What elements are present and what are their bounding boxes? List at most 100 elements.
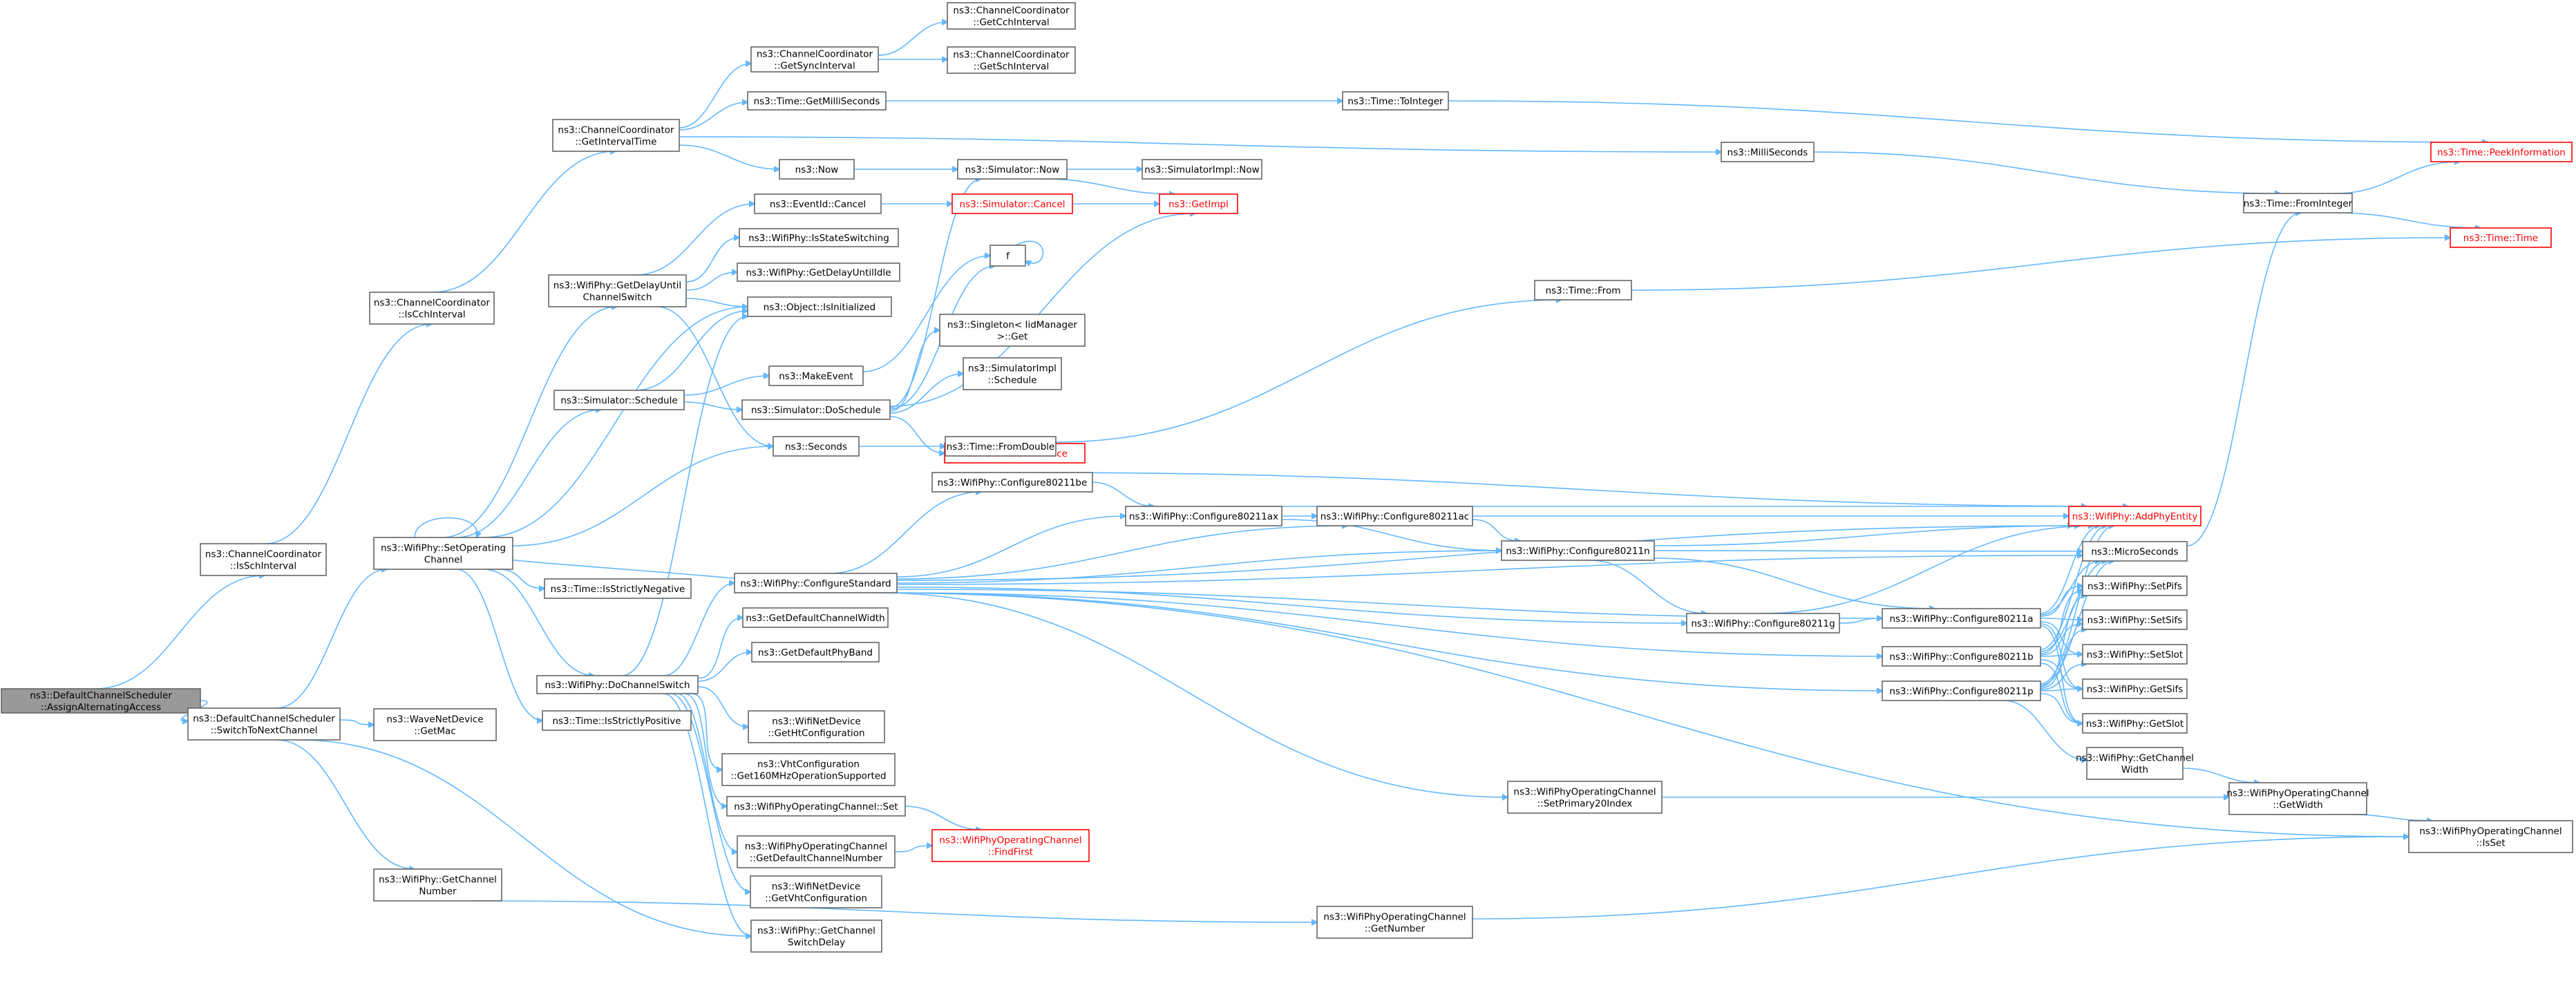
function-node-n28[interactable]: ns3::SimulatorImpl::Schedule [963, 357, 1062, 390]
function-node-n54[interactable]: ns3::WaveNetDevice::GetMac [373, 708, 497, 741]
node-box [2082, 713, 2188, 734]
function-node-n13[interactable]: ns3::Simulator::Now [957, 159, 1068, 180]
function-node-n34[interactable]: ns3::WifiPhy::Configure80211be [931, 472, 1093, 493]
function-node-n61[interactable]: ns3::WifiPhyOperatingChannel::GetWidth [2226, 782, 2369, 815]
function-node-n16[interactable]: ns3::Time::FromInteger [2243, 193, 2353, 213]
function-node-n3[interactable]: ns3::ChannelCoordinator::IsCchInterval [369, 292, 495, 325]
function-node-n57[interactable]: ns3::WifiPhy::GetSlot [2082, 713, 2188, 734]
function-node-n4[interactable]: ns3::ChannelCoordinator::GetIntervalTime [552, 119, 680, 152]
function-node-n8[interactable]: ns3::Time::GetMilliSeconds [747, 91, 887, 111]
edge-n16-to-n10 [2335, 162, 2460, 194]
function-node-root[interactable]: ns3::DefaultChannelScheduler::AssignAlte… [1, 688, 201, 714]
function-node-n2[interactable]: ns3::DefaultChannelScheduler::SwitchToNe… [187, 707, 341, 741]
function-node-n11[interactable]: ns3::MilliSeconds [1721, 142, 1815, 162]
function-node-n42[interactable]: ns3::WifiPhy::ConfigureStandard [734, 573, 898, 593]
function-node-n6[interactable]: ns3::ChannelCoordinator::GetCchInterval [947, 2, 1076, 30]
function-node-n47[interactable]: ns3::WifiPhy::SetSifs [2082, 609, 2188, 630]
function-node-n20[interactable]: ns3::WifiPhy::IsStateSwitching [739, 228, 899, 247]
node-label: ::Get160MHzOperationSupported [730, 771, 886, 782]
function-node-n49[interactable]: ns3::WifiPhy::Configure80211b [1882, 646, 2041, 667]
node-box [947, 46, 1076, 74]
function-node-n51[interactable]: ns3::WifiPhy::DoChannelSwitch [536, 675, 699, 694]
function-node-n7[interactable]: ns3::ChannelCoordinator::GetSchInterval [947, 46, 1076, 74]
function-node-n26[interactable]: ns3::Singleton< IidManager >::Get [939, 314, 1086, 347]
function-node-n45[interactable]: ns3::WifiPhy::Configure80211g [1686, 613, 1840, 634]
edge-n51-to-n63 [676, 693, 737, 852]
edge-n52-to-n37 [2040, 526, 2114, 685]
node-box [750, 920, 882, 953]
node-label: >::Get [997, 332, 1027, 343]
function-node-n64[interactable]: ns3::WifiPhyOperatingChannel::FindFirst [931, 829, 1090, 862]
function-node-n22[interactable]: ns3::WifiPhy::GetDelayUntilIdle [737, 263, 900, 282]
function-node-n25[interactable]: ns3::Time::From [1534, 280, 1632, 301]
function-node-n18[interactable]: ns3::EventId::Cancel [754, 193, 882, 214]
function-node-n14[interactable]: ns3::SimulatorImpl::Now [1142, 159, 1262, 180]
function-node-n46[interactable]: ns3::WifiPhy::Configure80211a [1882, 608, 2041, 629]
function-node-n69[interactable]: ns3::WifiPhyOperatingChannel::GetNumber [1316, 906, 1473, 939]
function-node-n27[interactable]: ns3::MakeEvent [768, 365, 864, 386]
function-node-n23[interactable]: f [989, 245, 1026, 267]
function-node-n48[interactable]: ns3::GetDefaultPhyBand [751, 642, 880, 663]
node-label: ns3::WifiPhy::Configure80211g [1691, 618, 1835, 629]
function-node-n59[interactable]: ns3::VhtConfiguration::Get160MHzOperatio… [721, 753, 896, 786]
function-node-n56[interactable]: ns3::WifiNetDevice::GetHtConfiguration [748, 710, 885, 743]
function-node-n39[interactable]: ns3::WifiPhy::Configure80211n [1501, 540, 1655, 561]
edge-n23-self-loop [1015, 240, 1044, 263]
function-node-n17[interactable]: ns3::Time::Time [2450, 227, 2552, 248]
function-node-n10[interactable]: ns3::Time::PeekInformation [2430, 142, 2573, 162]
edge-n4-to-n5 [679, 64, 751, 128]
node-label: ::GetIntervalTime [576, 137, 657, 148]
function-node-n29[interactable]: ns3::Simulator::Schedule [553, 390, 685, 410]
node-label: ::IsSet [2476, 838, 2505, 849]
node-box [1534, 280, 1632, 301]
node-label: ::GetSyncInterval [774, 61, 855, 72]
function-node-n50[interactable]: ns3::WifiPhy::SetSlot [2082, 644, 2188, 665]
node-box [939, 314, 1086, 347]
function-node-n1[interactable]: ns3::ChannelCoordinator::IsSchInterval [200, 543, 327, 576]
node-label: ns3::Time::Time [2463, 233, 2538, 244]
node-box [963, 357, 1062, 390]
function-node-n41[interactable]: ns3::Time::IsStrictlyNegative [544, 578, 692, 599]
function-node-n43[interactable]: ns3::WifiPhy::SetPifs [2082, 575, 2188, 596]
edge-n51-to-n67 [670, 693, 750, 892]
node-label: ::AssignAlternatingAccess [41, 702, 161, 713]
node-box [553, 390, 685, 410]
function-node-n5[interactable]: ns3::ChannelCoordinator::GetSyncInterval [750, 46, 879, 73]
function-node-n24[interactable]: ns3::Object::IsInitialized [747, 296, 892, 317]
function-node-n65[interactable]: ns3::WifiPhyOperatingChannel::IsSet [2408, 820, 2573, 853]
edge-n42-to-n39 [896, 551, 1502, 584]
function-node-n40[interactable]: ns3::MicroSeconds [2082, 541, 2188, 562]
function-node-n36[interactable]: ns3::WifiPhy::Configure80211ac [1316, 506, 1473, 526]
function-node-n32[interactable]: ns3::Seconds [773, 436, 860, 457]
function-node-n53[interactable]: ns3::WifiPhy::GetSifs [2082, 678, 2188, 699]
function-node-n52[interactable]: ns3::WifiPhy::Configure80211p [1882, 680, 2041, 701]
edge-n39-to-n37 [1654, 526, 2080, 546]
node-box [726, 796, 906, 817]
function-node-n9[interactable]: ns3::Time::ToInteger [1342, 91, 1449, 111]
function-node-n30[interactable]: ns3::Simulator::DoSchedule [741, 399, 891, 420]
function-node-n67[interactable]: ns3::WifiNetDevice::GetVhtConfiguration [750, 875, 882, 908]
function-node-n44[interactable]: ns3::GetDefaultChannelWidth [742, 607, 889, 628]
function-node-n62[interactable]: ns3::WifiPhyOperatingChannel::Set [726, 796, 906, 817]
node-label: ns3::WifiPhy::SetPifs [2087, 581, 2182, 592]
function-node-n60[interactable]: ns3::WifiPhyOperatingChannel::SetPrimary… [1507, 781, 1663, 814]
function-node-n15[interactable]: ns3::GetImpl [1159, 193, 1238, 214]
edge-n9-to-n10 [1448, 100, 2488, 142]
function-node-n19[interactable]: ns3::Simulator::Cancel [951, 193, 1073, 214]
edge-n52-to-n57 [2040, 693, 2083, 723]
node-box [2408, 820, 2573, 853]
edge-n38-self-loop [414, 517, 477, 538]
node-label: ns3::SimulatorImpl::Now [1144, 164, 1259, 175]
edge-n29-to-n27 [683, 376, 769, 396]
function-node-n63[interactable]: ns3::WifiPhyOperatingChannel::GetDefault… [737, 835, 896, 868]
function-node-n37[interactable]: ns3::WifiPhy::AddPhyEntity [2068, 506, 2201, 526]
function-node-n35[interactable]: ns3::WifiPhy::Configure80211ax [1125, 506, 1282, 526]
function-node-n55[interactable]: ns3::Time::IsStrictlyPositive [542, 710, 692, 731]
function-node-n33[interactable]: ns3::Time::FromDouble [945, 436, 1057, 457]
function-node-n12[interactable]: ns3::Now [779, 159, 855, 180]
